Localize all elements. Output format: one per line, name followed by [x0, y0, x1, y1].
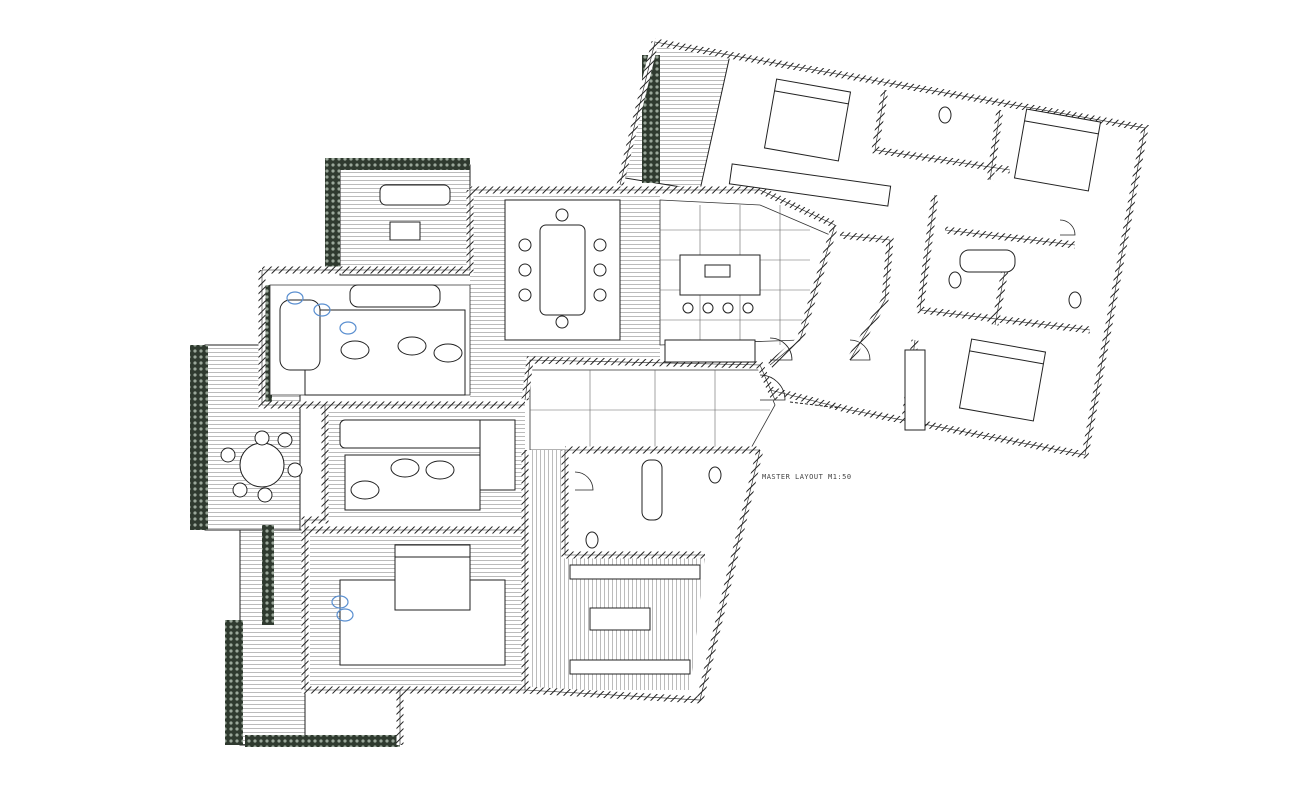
terrace-right-wing [624, 41, 731, 191]
dining-chair [555, 315, 569, 329]
dining-chair [518, 263, 532, 277]
door-swing [759, 374, 786, 401]
accent-decor [331, 595, 349, 609]
door-swing [1059, 219, 1076, 236]
wall-outline [400, 449, 761, 701]
bar-stool [682, 302, 694, 314]
wall-outline [619, 41, 656, 186]
bathtub [641, 459, 663, 521]
drawing-title-label: MASTER LAYOUT M1:50 [762, 473, 852, 481]
toilet [1068, 291, 1082, 309]
terrace-table [389, 221, 421, 241]
terrace-top [339, 164, 471, 276]
toilet [708, 466, 722, 484]
wall-segment [839, 231, 894, 362]
bathtub-guest [959, 249, 1016, 273]
tv-room-chaise [479, 419, 516, 491]
outdoor-chair [254, 430, 270, 446]
dining-chair [518, 288, 532, 302]
bar-stool [742, 302, 754, 314]
planter [262, 285, 272, 405]
sliding-door [789, 401, 841, 409]
wall-outline [874, 89, 1011, 171]
wardrobe [569, 564, 701, 580]
bar-stool [702, 302, 714, 314]
planter [340, 158, 470, 170]
outdoor-chair [277, 432, 293, 448]
bed-master [394, 544, 471, 611]
decor-blob [433, 343, 463, 363]
wall-outline [524, 359, 776, 401]
wall-outline [944, 229, 1076, 246]
decor-blob [397, 336, 427, 356]
door-swing [849, 339, 871, 361]
planter [245, 735, 400, 747]
dining-table [539, 224, 586, 316]
outdoor-chair [257, 487, 273, 503]
wall-outline [564, 450, 705, 556]
outdoor-chair [220, 447, 236, 463]
planter [190, 345, 208, 530]
outdoor-chair [232, 482, 248, 498]
kitchen-cabinets [664, 339, 756, 363]
wall-outline [470, 189, 836, 226]
door-swing [769, 337, 793, 361]
accent-decor [339, 321, 357, 335]
living-sofa [349, 284, 441, 308]
planter [225, 620, 243, 745]
corridor-floor [525, 450, 565, 690]
living-sofa-corner [279, 299, 321, 371]
dining-chair [593, 288, 607, 302]
dining-chair [518, 238, 532, 252]
door-swing [574, 471, 594, 491]
decor-blob [425, 460, 455, 480]
planter [262, 525, 274, 625]
outdoor-round-table [239, 442, 285, 488]
planter [325, 158, 340, 273]
bar-stool [722, 302, 734, 314]
toilet [938, 106, 952, 124]
bed-guest-2 [1013, 108, 1102, 192]
dining-chair [593, 263, 607, 277]
bed-guest-1 [763, 78, 852, 162]
dining-chair [593, 238, 607, 252]
wall-outline [325, 190, 471, 271]
bed-guest-3 [958, 338, 1047, 422]
toilet [948, 271, 962, 289]
decor-blob [390, 458, 420, 478]
accent-decor [336, 608, 354, 622]
wall-outline [839, 234, 891, 361]
dressing-island [589, 607, 651, 631]
tv-room-sofa [339, 419, 486, 449]
accent-decor [313, 303, 331, 317]
wall-outline [919, 194, 1091, 331]
dining-chair [555, 208, 569, 222]
wardrobe [569, 659, 691, 675]
wall-outline [994, 269, 1006, 326]
wall-outline [989, 109, 1001, 181]
wall-outline [654, 41, 1146, 456]
wall-outline [261, 270, 401, 745]
wardrobe-guest [904, 349, 926, 431]
decor-blob [340, 340, 370, 360]
decor-blob [350, 480, 380, 500]
terrace-sofa [379, 184, 451, 206]
wardrobe-guest-2 [728, 163, 892, 207]
wall-outline [769, 224, 836, 366]
kitchen-sink [704, 264, 731, 278]
toilet [585, 531, 599, 549]
outdoor-chair [287, 462, 303, 478]
accent-decor [286, 291, 304, 305]
